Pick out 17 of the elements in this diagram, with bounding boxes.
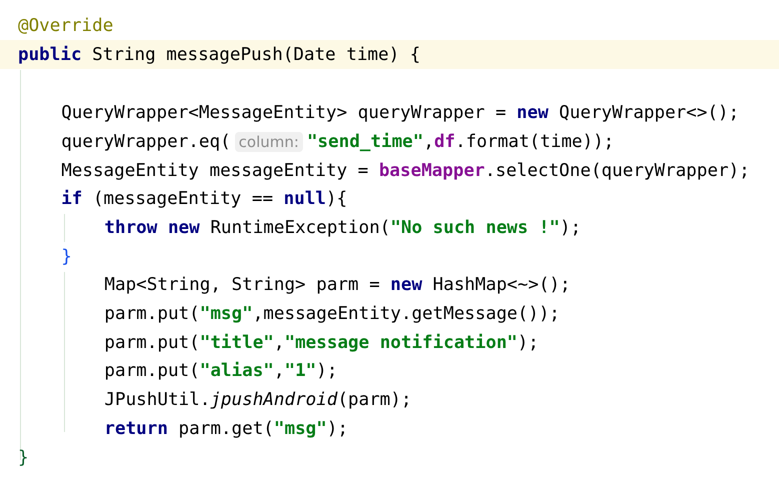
inlay-hint: column: [234,132,303,152]
code-line: "send_time",df.format(time)); [306,132,614,152]
code-line: parm.put("msg",messageEntity.getMessage()); [104,304,560,324]
code-line: JPushUtil.jpushAndroid(parm); [104,390,412,410]
code-line: MessageEntity messageEntity = baseMapper.selectOne(queryWrapper); [61,160,750,180]
code-line: } [61,246,72,266]
code-line: queryWrapper.eq( [61,132,231,152]
code-line: Map<String, String> parm = new HashMap<~>(); [104,274,570,294]
code-line: QueryWrapper<MessageEntity> queryWrapper = new QueryWrapper<>(); [61,102,740,122]
code-line: if (messageEntity == null){ [61,188,348,208]
code-line: parm.put("title","message notification"); [104,332,539,352]
code-line: } [18,448,29,468]
code-line: return parm.get("msg"); [104,418,348,438]
code-line: throw new RuntimeException("No such news !"); [104,218,582,238]
code-line: @Override [18,16,114,36]
code-line: public String messagePush(Date time) { [18,44,421,64]
code-line: parm.put("alias","1"); [104,360,338,380]
